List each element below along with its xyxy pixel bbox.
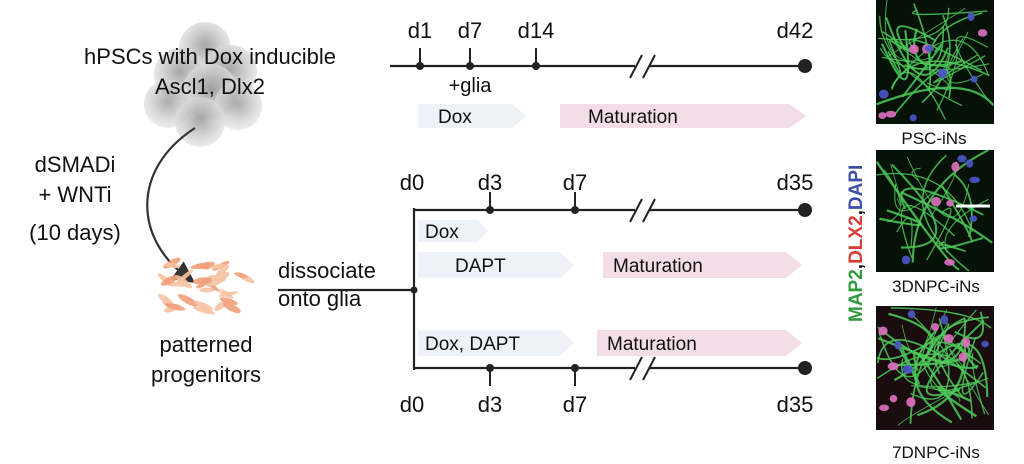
bot-tick-d35: d35 — [777, 392, 814, 417]
top-maturation-label: Maturation — [588, 107, 678, 128]
glia-note: +glia — [449, 75, 493, 97]
timeline-middle — [414, 192, 812, 223]
mid-maturation-bar — [603, 252, 802, 278]
stain-legend: MAP2,DLX2,DAPI — [846, 165, 867, 322]
mid-tick-d3: d3 — [478, 170, 502, 195]
mid-dox-bar — [418, 220, 488, 242]
bot-tick-d7: d7 — [563, 392, 587, 417]
timeline-top — [390, 48, 812, 79]
top-tick-d7: d7 — [458, 18, 482, 43]
dissociate-line1: dissociate — [278, 258, 376, 283]
micrograph-7dnpc-ins — [876, 306, 994, 430]
top-tick-d1: d1 — [408, 18, 432, 43]
bot-maturation-bar — [597, 330, 802, 356]
progenitors-line1: patterned — [160, 332, 253, 357]
micrograph-3dnpc-ins — [876, 150, 994, 272]
treatment-line2: + WNTi — [38, 182, 111, 207]
treatment-line1: dSMADi — [35, 152, 116, 177]
cells-label-line1: hPSCs with Dox inducible — [84, 44, 336, 69]
stain-dapi: DAPI — [846, 165, 867, 210]
progenitors-line2: progenitors — [151, 362, 261, 387]
micrograph-label-3dnpc: 3DNPC-iNs — [892, 277, 980, 296]
micrograph-label-7dnpc: 7DNPC-iNs — [892, 443, 980, 462]
bot-maturation-label: Maturation — [607, 334, 697, 355]
stain-map2: MAP2 — [846, 269, 867, 322]
mid-maturation-label: Maturation — [613, 256, 703, 277]
stain-dlx2: DLX2 — [846, 215, 867, 264]
bot-dox-dapt-bar — [418, 330, 574, 356]
mid-dox-label: Dox — [425, 222, 459, 243]
mid-tick-d35: d35 — [777, 170, 814, 195]
cells-label-line2: Ascl1, Dlx2 — [155, 74, 265, 99]
mid-tick-d7: d7 — [563, 170, 587, 195]
timeline-bottom — [414, 356, 812, 386]
mid-dapt-label: DAPT — [455, 256, 506, 277]
top-dox-label: Dox — [438, 107, 472, 128]
mid-tick-d0: d0 — [400, 170, 424, 195]
top-tick-d14: d14 — [518, 18, 555, 43]
stain-comma-2: , — [846, 210, 867, 215]
bot-tick-d3: d3 — [478, 392, 502, 417]
treatment-line3: (10 days) — [29, 220, 121, 245]
top-dox-bar — [418, 104, 526, 128]
top-maturation-bar — [560, 104, 806, 128]
differentiation-arrow — [146, 127, 196, 284]
bot-dox-dapt-label: Dox, DAPT — [425, 334, 520, 355]
micrograph-psc-ins — [876, 0, 994, 124]
bot-tick-d0: d0 — [400, 392, 424, 417]
progenitor-cells — [157, 257, 255, 315]
top-tick-d42: d42 — [777, 18, 814, 43]
micrograph-label-psc: PSC-iNs — [901, 129, 966, 148]
stain-comma-1: , — [846, 264, 867, 269]
mid-dapt-bar — [418, 252, 574, 278]
